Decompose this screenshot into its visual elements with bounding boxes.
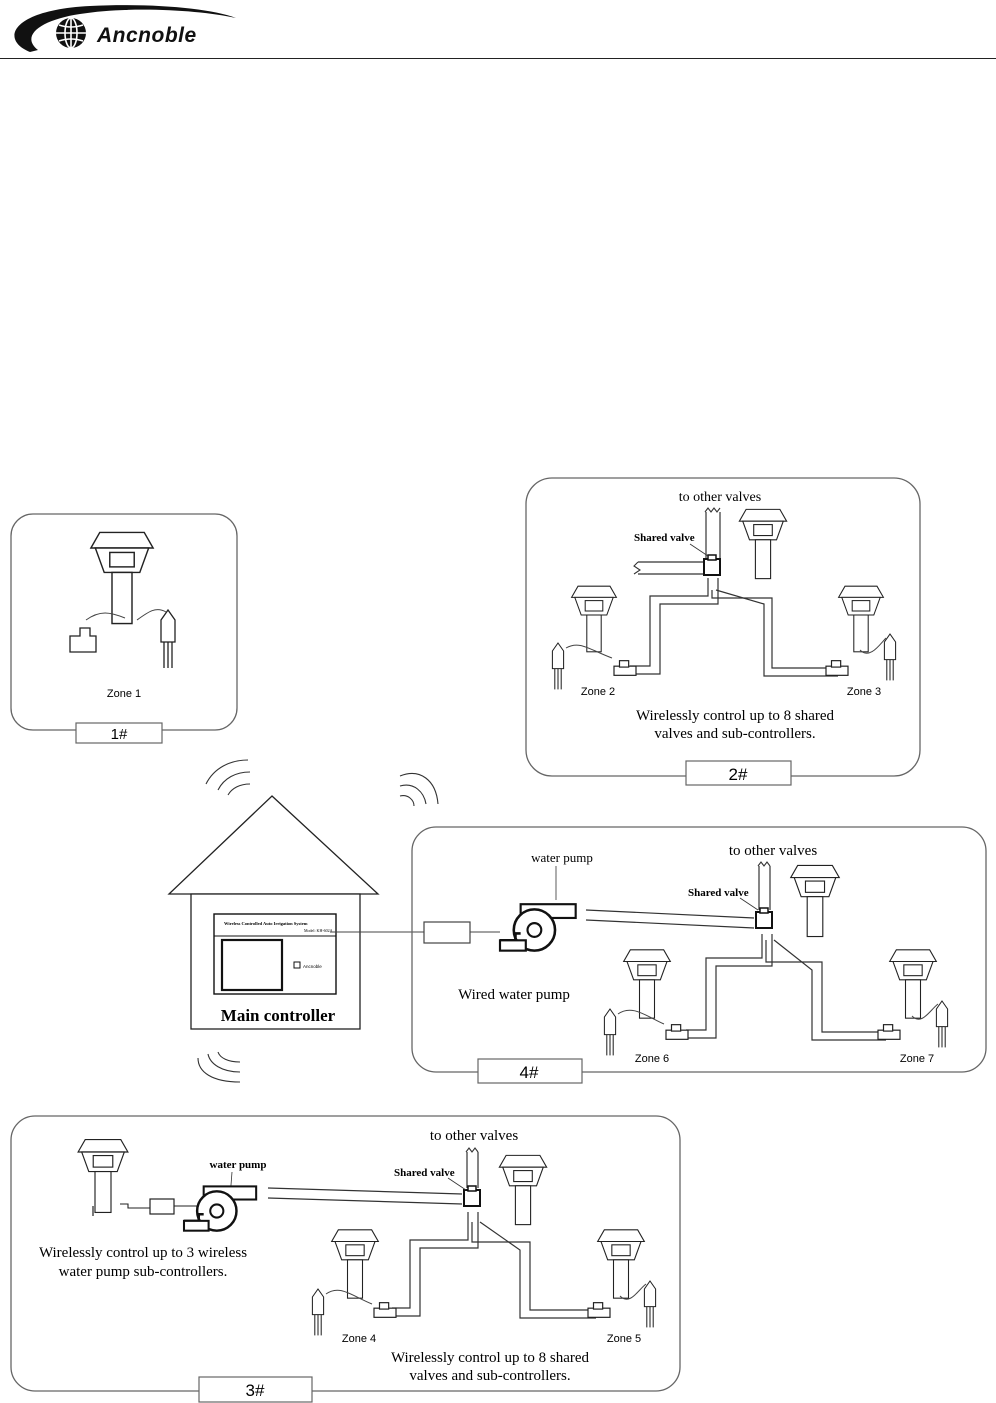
panel-3-zone-4-valve <box>373 1302 397 1318</box>
controller-panel-model: Model: KH-602A <box>304 928 333 933</box>
panel-3-zone-5-lamp <box>597 1229 645 1299</box>
panel-4-zone-7-sensor <box>935 1000 949 1048</box>
main-controller-label: Main controller <box>221 1006 336 1025</box>
panel-2-shared-valve <box>703 554 721 576</box>
panel-3-left-caption-2: water pump sub-controllers. <box>59 1264 228 1280</box>
panel-2-zone-2-sensor <box>551 642 565 690</box>
panel-4-shared-valve <box>754 906 774 930</box>
panel-3-zone-4-lamp <box>331 1229 379 1299</box>
zone-1-sensor <box>160 609 176 669</box>
panel-2-zone-3-lamp <box>838 585 884 653</box>
panel-3-zone-4-label: Zone 4 <box>342 1333 376 1345</box>
panel-2-zone-2-valve <box>613 660 637 676</box>
brand-name: Ancnoble <box>97 24 197 47</box>
panel-3-pump-label: water pump <box>210 1159 267 1171</box>
panel-3-caption-1: Wirelessly control up to 8 shared <box>391 1350 590 1366</box>
panel-3-left-lamp <box>77 1138 129 1214</box>
panel-3-top-lamp <box>498 1154 548 1226</box>
panel-4-zone-6-label: Zone 6 <box>635 1053 669 1065</box>
panel-4-zone-6-lamp <box>623 949 671 1019</box>
panel-2-zone-3-sensor <box>883 633 897 681</box>
panel-4-zone-6-sensor <box>603 1008 617 1056</box>
panel-3-top-label: to other valves <box>430 1128 518 1144</box>
panel-4-shared-label: Shared valve <box>688 887 749 899</box>
panel-4-zone-7-valve <box>877 1024 901 1040</box>
panel-3-shared-label: Shared valve <box>394 1167 455 1179</box>
panel-4-zone-7-label: Zone 7 <box>900 1053 934 1065</box>
panel-2-shared-label: Shared valve <box>634 532 695 544</box>
panel-4-top-label: to other valves <box>729 843 817 859</box>
panel-3-zone-5-sensor <box>643 1280 657 1328</box>
panel-2-zone-3-label: Zone 3 <box>847 686 881 698</box>
zone-1-label: Zone 1 <box>107 688 141 700</box>
panel-4-zone-6-valve <box>665 1024 689 1040</box>
globe-icon <box>56 17 86 49</box>
panel-1-label: 1# <box>111 726 128 743</box>
panel-2-top-label: to other valves <box>679 490 761 505</box>
panel-1-tag <box>75 722 163 744</box>
panel-4-zone-7-lamp <box>889 949 937 1019</box>
panel-3-frame <box>10 1115 681 1392</box>
panel-4-wired-module <box>423 921 471 944</box>
panel-2-zone-2-lamp <box>571 585 617 653</box>
controller-panel-title: Wireless Controlled Auto Irrigation Syst… <box>224 921 308 926</box>
panel-4-frame <box>411 826 987 1073</box>
header-divider <box>0 58 996 59</box>
panel-3-zone-4-sensor <box>311 1288 325 1336</box>
panel-3-pump-module <box>149 1198 175 1215</box>
panel-4-pump-icon <box>498 902 578 953</box>
panel-3-shared-valve <box>462 1184 482 1208</box>
panel-4-pump-label: water pump <box>531 850 593 865</box>
wireless-signal-icon <box>197 759 439 1083</box>
panel-2-tag <box>685 760 792 786</box>
panel-3-left-caption-1: Wirelessly control up to 3 wireless <box>39 1245 247 1261</box>
panel-2-zone-2-label: Zone 2 <box>581 686 615 698</box>
panel-4-wired-label: Wired water pump <box>458 987 570 1003</box>
page-header: Ancnoble <box>0 0 996 60</box>
panel-2-caption-1: Wirelessly control up to 8 shared <box>636 708 835 724</box>
panel-3-pump-icon <box>182 1185 258 1232</box>
panel-3-label: 3# <box>246 1381 265 1400</box>
zone-1-valve <box>69 627 97 653</box>
controller-panel-brand: Ancnoble <box>303 964 322 969</box>
panel-2-zone-3-valve <box>825 660 849 676</box>
main-controller-device <box>213 913 337 995</box>
panel-2-top-lamp <box>738 508 788 580</box>
panel-3-caption-2: valves and sub-controllers. <box>409 1368 570 1384</box>
panel-4-label: 4# <box>520 1063 539 1082</box>
panel-2-label: 2# <box>729 765 748 784</box>
panel-2-caption-2: valves and sub-controllers. <box>654 726 815 742</box>
panel-3-zone-5-valve <box>587 1302 611 1318</box>
panel-4-top-lamp <box>790 864 840 938</box>
panel-4-tag <box>477 1058 583 1084</box>
panel-3-zone-5-label: Zone 5 <box>607 1333 641 1345</box>
zone-1-lamp <box>90 531 154 625</box>
panel-3-tag <box>198 1376 313 1403</box>
